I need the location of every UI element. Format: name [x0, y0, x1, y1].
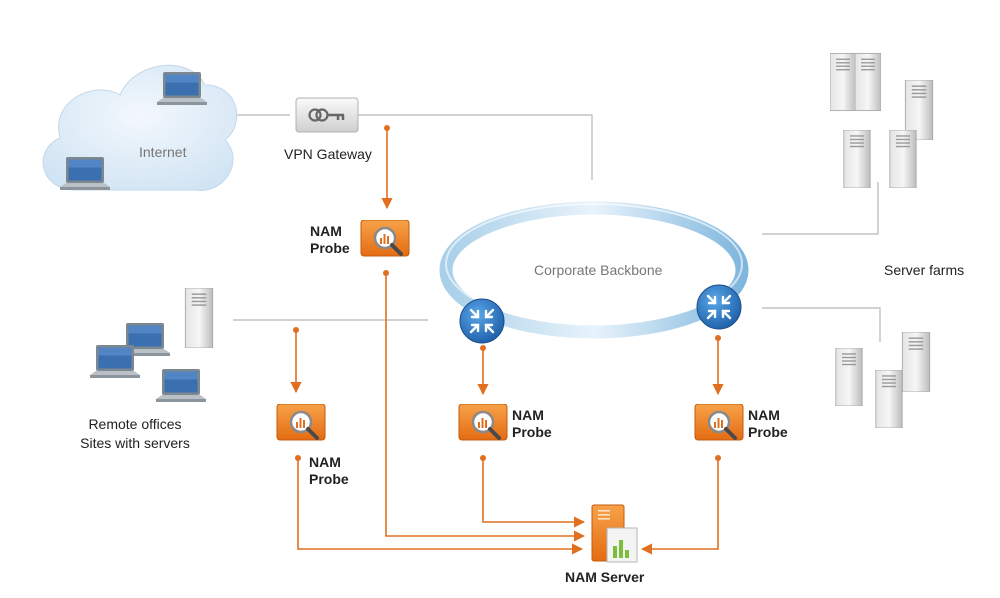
probe-label-line1: NAM — [309, 454, 341, 470]
probe-label-line2: Probe — [310, 240, 350, 256]
nam-server-icon — [591, 504, 638, 563]
router-icon — [696, 284, 742, 330]
remote-offices-label: Remote offices Sites with servers — [70, 415, 200, 453]
probe-label-line2: Probe — [748, 424, 788, 440]
laptop-icon — [90, 345, 140, 378]
laptop-icon — [156, 369, 206, 402]
router-icon — [459, 298, 505, 344]
server-icon — [835, 348, 863, 406]
corporate-backbone-label: Corporate Backbone — [534, 262, 663, 278]
corporate-backbone-ring — [439, 201, 749, 339]
arrow-origin-dots — [293, 125, 721, 461]
probe-icon — [277, 404, 325, 440]
probe-label: NAM Probe — [309, 454, 349, 488]
laptop-icon — [60, 157, 110, 190]
server-icon — [889, 130, 917, 188]
network-links — [230, 114, 881, 342]
probe-icon — [459, 404, 507, 440]
server-icon — [875, 370, 903, 428]
server-icon — [855, 52, 881, 112]
probe-label-line2: Probe — [309, 471, 349, 487]
probe-label-line1: NAM — [748, 407, 780, 423]
probe-label: NAM Probe — [512, 407, 552, 441]
server-icon — [830, 52, 856, 112]
monitoring-arrows — [290, 128, 724, 555]
nam-server-label: NAM Server — [565, 569, 645, 585]
server-icon — [843, 130, 871, 188]
laptop-icon — [157, 72, 207, 105]
probe-label-line2: Probe — [512, 424, 552, 440]
server-icon — [901, 332, 931, 392]
probe-label: NAM Probe — [310, 223, 350, 257]
probe-label-line1: NAM — [512, 407, 544, 423]
vpn-gateway-label: VPN Gateway — [284, 146, 372, 162]
remote-offices-line1: Remote offices — [88, 416, 182, 432]
probe-label-line1: NAM — [310, 223, 342, 239]
probe-label: NAM Probe — [748, 407, 788, 441]
server-farms-label: Server farms — [884, 262, 965, 278]
server-icon — [184, 288, 214, 348]
remote-offices-line2: Sites with servers — [80, 435, 190, 451]
vpn-key-icon — [295, 97, 359, 133]
internet-label: Internet — [139, 144, 187, 160]
probe-icon — [695, 404, 743, 440]
probe-icon — [361, 220, 409, 256]
